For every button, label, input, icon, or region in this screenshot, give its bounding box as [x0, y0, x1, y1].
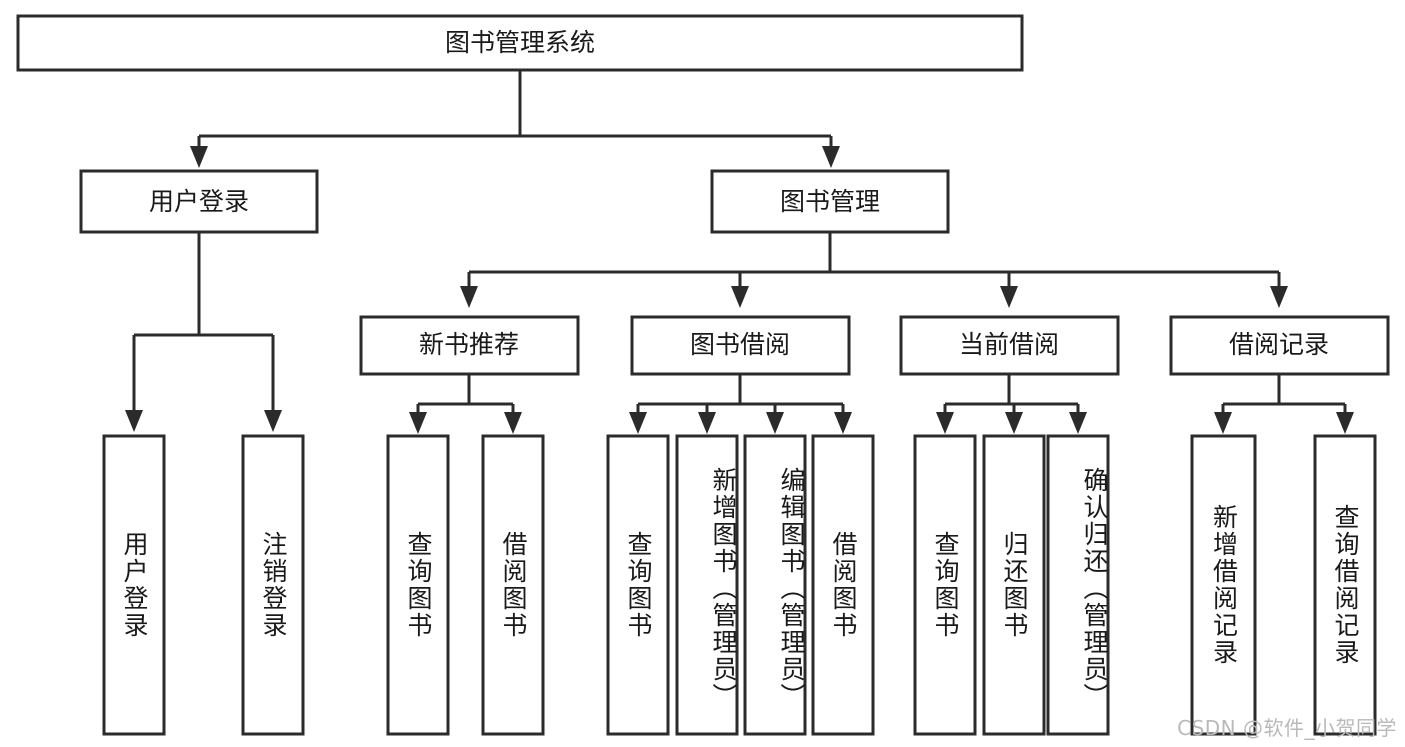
arrow-to-leaf-current-3 [1069, 412, 1087, 434]
connector-user-login-to-leaves [125, 232, 282, 432]
arrow-to-leaf-record-2 [1336, 412, 1354, 434]
leaf-box-borrow-1[interactable] [606, 434, 670, 736]
connector-borrow-record-to-leaves [1214, 374, 1354, 434]
arrow-to-borrow-record [1270, 286, 1288, 308]
arrow-to-leaf-borrow-4 [834, 412, 852, 434]
arrow-to-leaf-borrow-1 [629, 412, 647, 434]
leaf-box-user-login-1[interactable] [102, 434, 166, 736]
leaf-box-borrow-4[interactable] [811, 434, 875, 736]
leaf-box-user-login-2[interactable] [241, 434, 305, 736]
leaf-box-current-1[interactable] [913, 434, 977, 736]
leaf-box-current-3[interactable] [1046, 434, 1110, 736]
node-user-login-box [79, 169, 319, 234]
arrow-to-book-borrow [731, 286, 749, 308]
node-borrow-record-label: 借阅记录 [1229, 330, 1329, 359]
arrow-to-leaf-record-1 [1214, 412, 1232, 434]
arrow-to-leaf-current-1 [936, 412, 954, 434]
connector-new-book-recommend-to-leaves [409, 374, 522, 434]
leaf-box-record-2[interactable] [1313, 434, 1377, 736]
node-user-login-label: 用户登录 [149, 187, 249, 216]
leaf-box-record-1[interactable] [1190, 434, 1257, 736]
node-root-box [16, 14, 1024, 72]
watermark: CSDN @软件_小贺同学 [1177, 716, 1397, 740]
leaf-box-recommend-1[interactable] [386, 434, 450, 736]
node-new-book-recommend[interactable]: 新书推荐 [359, 315, 580, 376]
node-book-borrow-label: 图书借阅 [690, 330, 790, 359]
node-root-label: 图书管理系统 [445, 28, 595, 57]
node-borrow-record[interactable]: 借阅记录 [1169, 315, 1390, 376]
arrow-to-leaf-borrow-3 [766, 412, 784, 434]
arrow-to-leaf-current-2 [1005, 412, 1023, 434]
arrow-to-current-borrow [1000, 286, 1018, 308]
arrow-to-leaf-recommend-1 [409, 412, 427, 434]
node-new-book-recommend-label: 新书推荐 [419, 330, 519, 359]
leaf-box-borrow-2[interactable] [675, 434, 739, 736]
node-root[interactable]: 图书管理系统 [16, 14, 1024, 72]
leaf-box-current-2[interactable] [982, 434, 1046, 736]
arrow-to-book-manage [822, 146, 840, 168]
connector-root-to-level2 [190, 70, 840, 168]
arrow-to-leaf-borrow-2 [698, 412, 716, 434]
arrow-to-leaf-user-login-2 [264, 410, 282, 432]
leaf-box-borrow-3[interactable] [743, 434, 807, 736]
node-current-borrow-label: 当前借阅 [959, 330, 1059, 359]
node-book-manage-label: 图书管理 [780, 187, 880, 216]
arrow-to-new-book-recommend [460, 286, 478, 308]
arrow-to-leaf-recommend-2 [504, 412, 522, 434]
connector-book-manage-to-level3 [460, 232, 1288, 308]
arrow-to-user-login [190, 146, 208, 168]
node-book-borrow[interactable]: 图书借阅 [630, 315, 851, 376]
connector-book-borrow-to-leaves [629, 374, 852, 434]
arrow-to-leaf-user-login-1 [125, 410, 143, 432]
leaf-box-recommend-2[interactable] [481, 434, 545, 736]
node-current-borrow[interactable]: 当前借阅 [899, 315, 1120, 376]
node-user-login[interactable]: 用户登录 [79, 169, 319, 234]
node-new-book-recommend-box [359, 315, 580, 376]
node-book-manage[interactable]: 图书管理 [710, 169, 950, 234]
connector-current-borrow-to-leaves [936, 374, 1087, 434]
node-current-borrow-box [899, 315, 1120, 376]
